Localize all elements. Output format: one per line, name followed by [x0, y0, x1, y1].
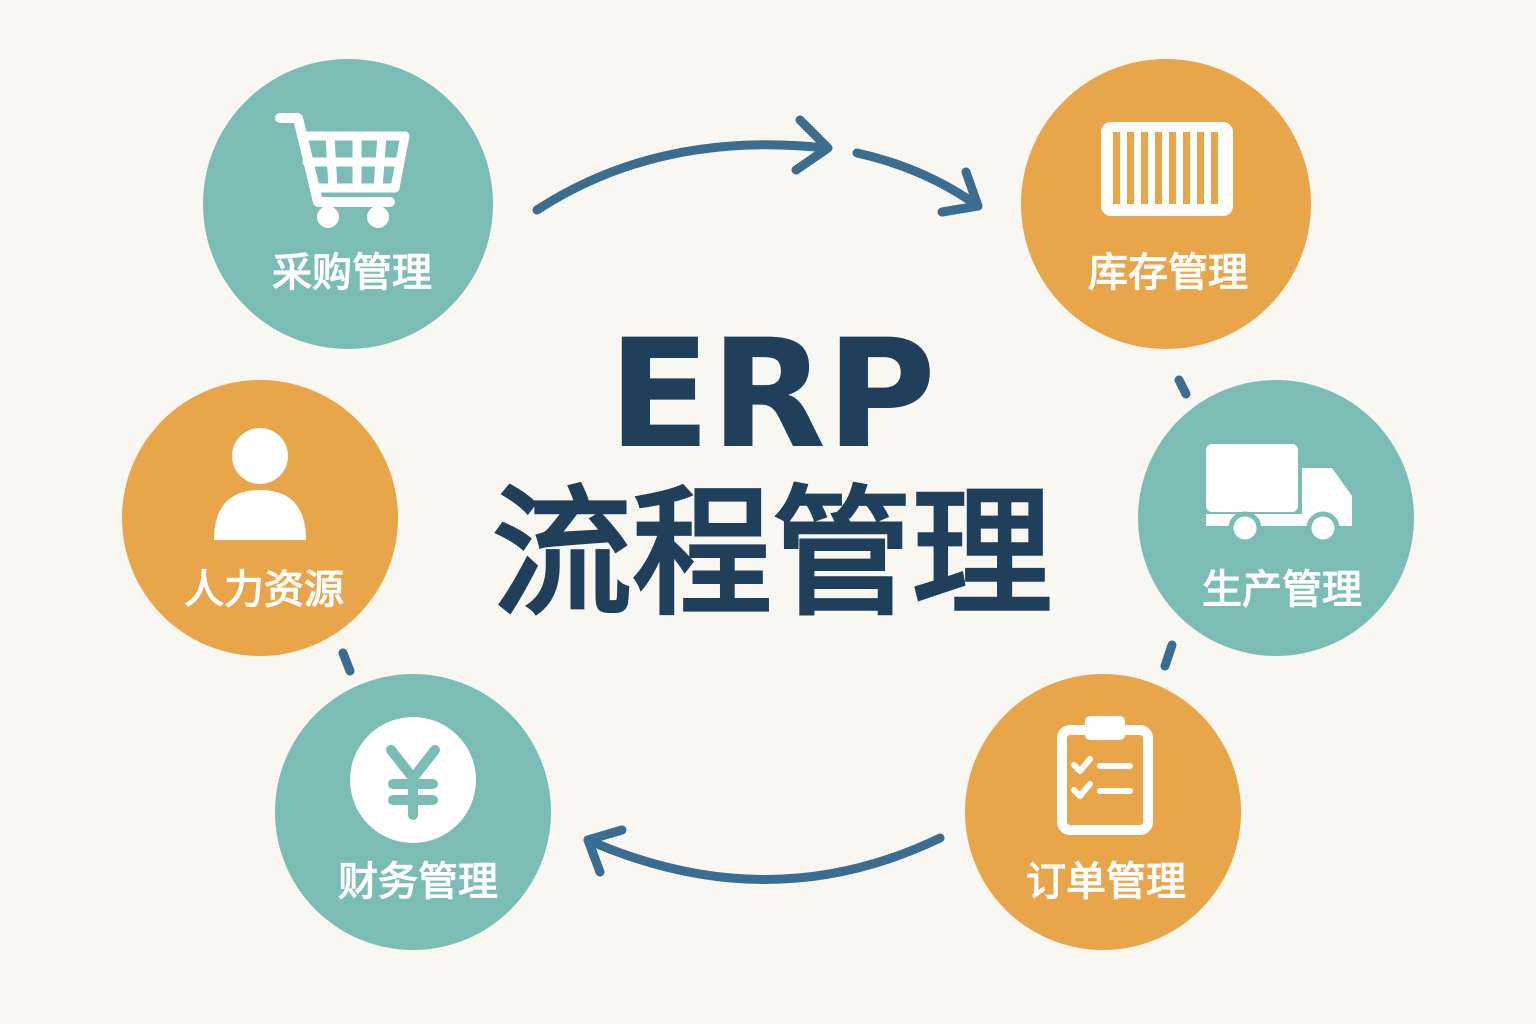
title-process-management: 流程管理 [492, 473, 1052, 636]
flow-arrows [338, 115, 1191, 884]
module-inventory[interactable]: 库存管理 [1021, 59, 1311, 349]
module-label: 财务管理 [338, 859, 498, 905]
clipboard-checklist-icon [1057, 716, 1153, 835]
arrowhead-1 [791, 115, 833, 175]
truck-icon [1206, 444, 1352, 545]
module-label: 库存管理 [1088, 250, 1248, 296]
module-label: 采购管理 [272, 250, 432, 296]
shopping-cart-icon [275, 113, 410, 228]
arrow-order-to-finance [583, 833, 945, 884]
dash-production-order [1160, 640, 1177, 671]
barcode-icon [1101, 122, 1233, 216]
person-icon [214, 428, 306, 540]
module-purchasing[interactable]: 采购管理 [203, 59, 493, 349]
module-label: 生产管理 [1202, 567, 1362, 613]
module-label: 人力资源 [184, 567, 344, 613]
arrow-purchase-to-inventory-2 [852, 148, 983, 211]
module-human-resources[interactable]: 人力资源 [122, 380, 398, 656]
module-circle [965, 674, 1241, 950]
module-production[interactable]: 生产管理 [1138, 380, 1414, 656]
module-finance[interactable]: 财务管理 [275, 674, 551, 950]
module-label: 订单管理 [1026, 859, 1186, 905]
yen-coin-icon [350, 717, 476, 843]
arrowhead-3 [583, 825, 627, 877]
dash-hr-finance [338, 648, 355, 676]
arrowhead-2 [937, 167, 983, 217]
dash-inventory-production [1174, 375, 1191, 399]
module-order[interactable]: 订单管理 [965, 674, 1241, 950]
arrow-purchase-to-inventory-1 [532, 140, 831, 215]
title-erp: ERP [608, 308, 936, 482]
